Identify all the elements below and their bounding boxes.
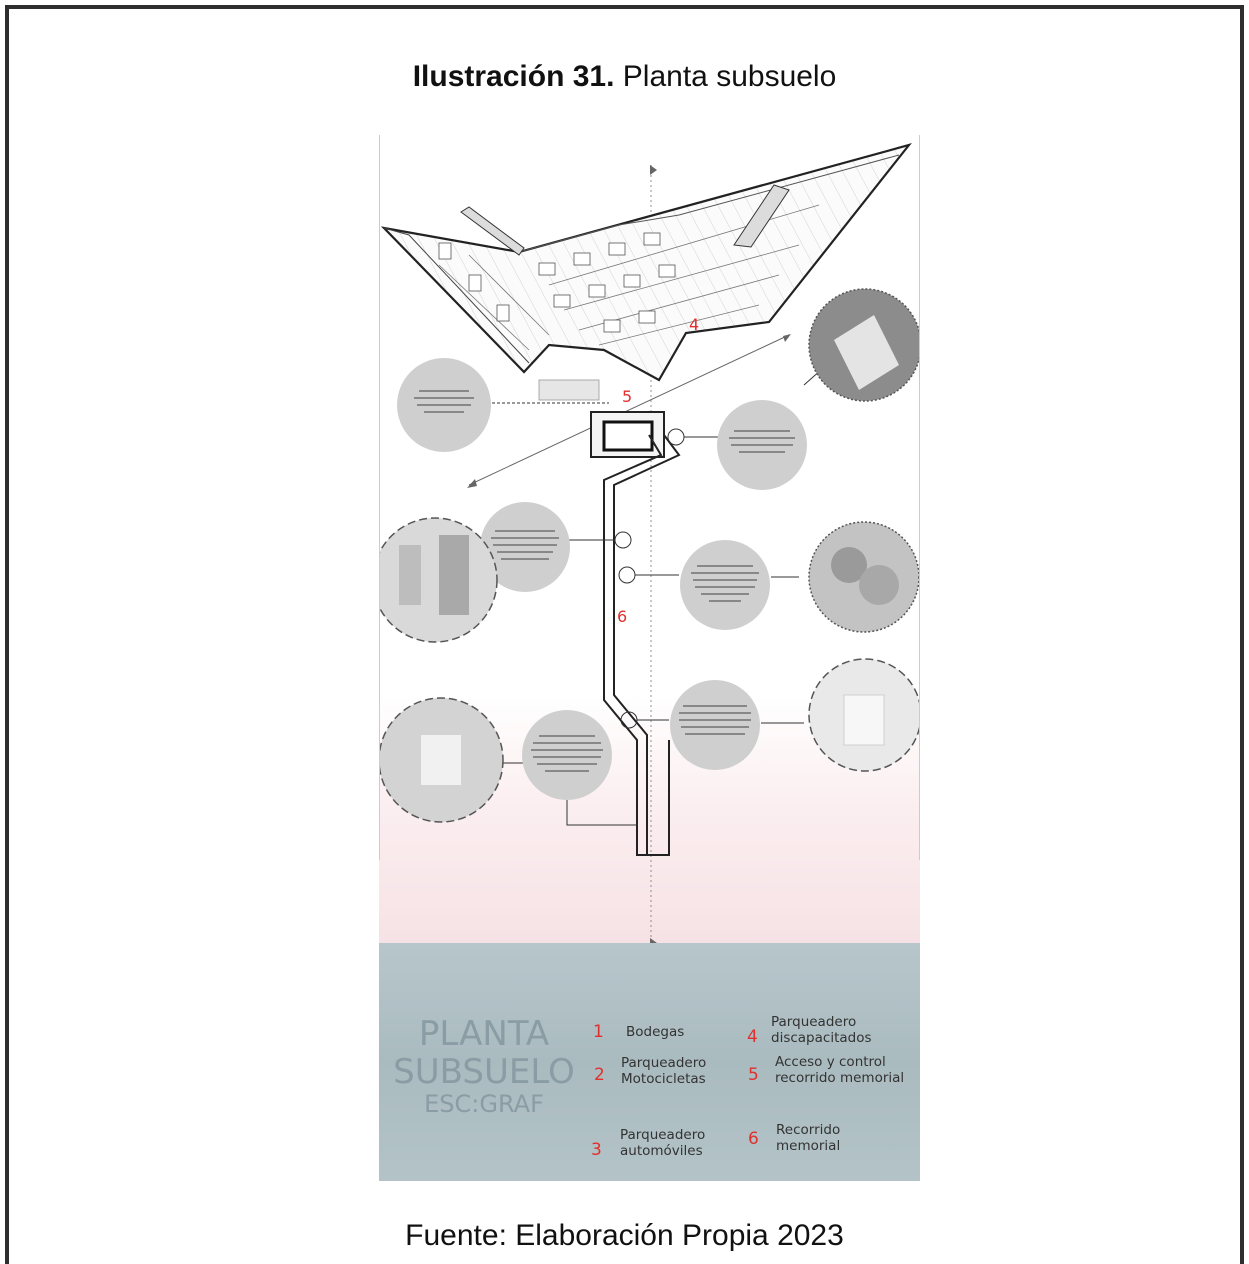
figure-label: Ilustración 31. xyxy=(412,60,615,93)
access-room xyxy=(602,420,654,452)
legend-text-1: Bodegas xyxy=(626,1024,685,1040)
parking-inner-edge xyxy=(518,154,900,253)
page-frame xyxy=(5,5,1244,1264)
corridor-nodes xyxy=(614,428,685,729)
legend-num-2: 2 xyxy=(594,1065,605,1085)
ramp-hatch xyxy=(733,184,790,248)
figure-source: Fuente: Elaboración Propia 2023 xyxy=(405,1219,844,1252)
legend-num-4: 4 xyxy=(747,1027,758,1047)
axis-arrow-right xyxy=(783,334,791,342)
legend-panel: PLANTA SUBSUELO ESC:GRAF 1 Bodegas 2 Par… xyxy=(379,943,920,1181)
plan-scale: ESC:GRAF xyxy=(424,1090,544,1118)
axis-arrow-top xyxy=(650,165,657,175)
legend-text-4: Parqueadero discapacitados xyxy=(771,1014,872,1046)
legend-num-5: 5 xyxy=(748,1065,759,1085)
plan-title-line2: SUBSUELO xyxy=(393,1052,575,1092)
legend-num-6: 6 xyxy=(748,1129,759,1149)
note-bubbles xyxy=(397,358,807,800)
note-bubble-text-lines xyxy=(414,390,795,772)
parking-ramp-edge xyxy=(383,227,530,364)
photo-circles xyxy=(379,288,920,823)
corridor-edge-right xyxy=(613,434,681,855)
plan-title-line1: PLANTA xyxy=(418,1014,550,1054)
legend-text-5: Acceso y control recorrido memorial xyxy=(775,1054,905,1086)
floor-plan-drawing xyxy=(379,135,920,948)
legend-text-3: Parqueadero automóviles xyxy=(620,1127,706,1159)
stair-hatch xyxy=(538,379,600,401)
ramp-hatch-left xyxy=(460,206,525,256)
axis-line-diagonal xyxy=(468,334,790,486)
parking-stall-markers xyxy=(438,232,676,333)
zone-label-4: 4 xyxy=(689,315,700,334)
floor-plan-sheet: 4 5 6 PLANTA SUBSUELO ESC:GRAF 1 Bodegas… xyxy=(379,135,920,1181)
parking-aisles xyxy=(438,204,820,351)
zone-label-5: 5 xyxy=(622,387,633,406)
axis-arrow-left xyxy=(467,479,477,488)
legend-num-1: 1 xyxy=(593,1022,604,1042)
legend-text-6: Recorrido memorial xyxy=(776,1122,841,1154)
legend-text-2: Parqueadero Motocicletas xyxy=(621,1055,707,1087)
figure-caption: Ilustración 31. Planta subsuelo xyxy=(0,60,1249,94)
figure-title: Planta subsuelo xyxy=(622,60,837,93)
zone-label-6: 6 xyxy=(617,607,628,626)
legend-num-3: 3 xyxy=(591,1140,602,1160)
